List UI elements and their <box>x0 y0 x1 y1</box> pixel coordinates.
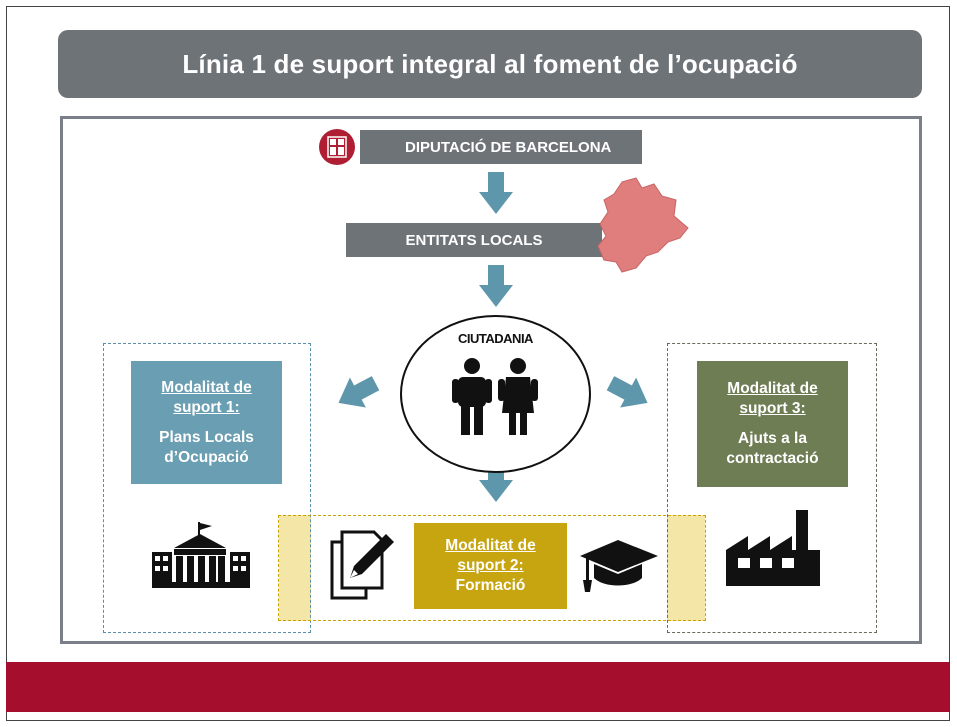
page-title: Línia 1 de suport integral al foment de … <box>58 30 922 98</box>
modalitat-1-region <box>103 343 311 633</box>
modalitat-3-desc-2: contractació <box>726 450 819 467</box>
ciutadania-node <box>400 315 591 473</box>
modalitat-3-heading: Modalitat de <box>727 380 818 397</box>
modalitat-1-desc: Plans Locals <box>159 428 254 446</box>
document-edit-icon <box>330 530 394 600</box>
entitats-label: ENTITATS LOCALS <box>405 231 543 249</box>
modalitat-2-box: Modalitat de suport 2: Formació <box>414 523 567 609</box>
ciutadania-label: CIUTADANIA <box>458 331 533 346</box>
man-icon <box>452 358 492 435</box>
entitats-locals-node: ENTITATS LOCALS <box>346 223 602 257</box>
modalitat-2-desc: Formació <box>455 577 526 594</box>
factory-icon <box>726 510 820 586</box>
diputacio-node: DIPUTACIÓ DE BARCELONA <box>360 130 642 164</box>
diputacio-logo-icon <box>319 129 355 165</box>
arrow-icon <box>606 376 648 408</box>
modalitat-2-highlight-right <box>667 515 705 621</box>
town-hall-icon <box>152 522 250 588</box>
arrow-icon <box>479 172 513 214</box>
modalitat-1-desc-2: d’Ocupació <box>164 448 249 466</box>
arrow-icon <box>479 460 513 502</box>
modalitat-1-heading-2: suport 1: <box>173 398 240 416</box>
modalitat-3-desc: Ajuts a la <box>738 430 807 447</box>
modalitat-1-heading: Modalitat de <box>161 378 252 396</box>
modalitat-2-highlight-left <box>279 515 311 621</box>
woman-icon <box>498 358 538 435</box>
footer-bar <box>6 662 950 712</box>
barcelona-province-map-icon <box>597 177 689 273</box>
modalitat-1-box: Modalitat de suport 1: Plans Locals d’Oc… <box>131 361 282 484</box>
diputacio-label: DIPUTACIÓ DE BARCELONA <box>405 138 612 156</box>
modalitat-3-box: Modalitat de suport 3: Ajuts a la contra… <box>697 361 848 487</box>
graduation-cap-icon <box>580 540 658 592</box>
modalitat-3-heading-2: suport 3: <box>739 400 806 417</box>
modalitat-3-region <box>667 343 877 633</box>
arrow-icon <box>338 376 380 408</box>
modalitat-2-region <box>278 515 706 621</box>
modalitat-2-heading-2: suport 2: <box>457 557 524 574</box>
modalitat-2-heading: Modalitat de <box>445 537 536 554</box>
arrow-icon <box>479 265 513 307</box>
